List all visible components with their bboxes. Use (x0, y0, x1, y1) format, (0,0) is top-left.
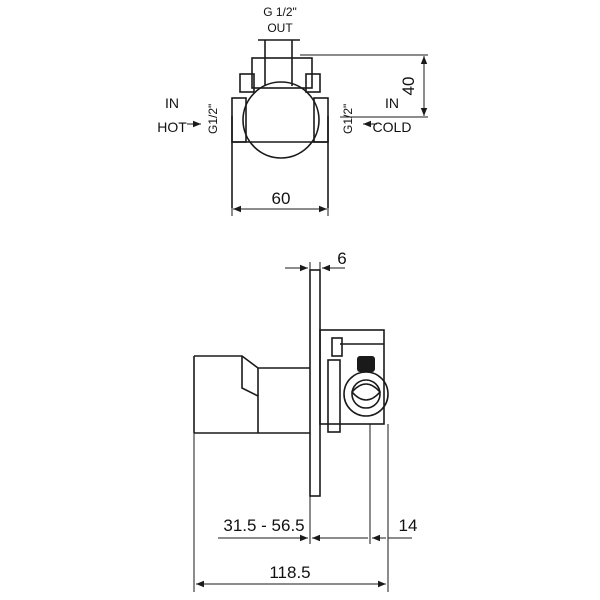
cartridge-circle (242, 81, 320, 159)
dimension-plate-value: 6 (337, 249, 346, 268)
dimension-range-value: 31.5 - 56.5 (223, 516, 304, 535)
side-inlet-fitting (343, 356, 389, 417)
hot-inlet-label: HOT (157, 119, 187, 135)
wall-plate (309, 269, 321, 497)
dimension-back-value: 14 (399, 516, 418, 535)
valve-body (231, 97, 329, 208)
dimension-height (300, 54, 428, 118)
left-lug (239, 73, 255, 93)
cold-inlet-thread: G1/2" (341, 104, 355, 134)
outlet-label: OUT (267, 21, 293, 35)
dimension-plate (285, 262, 345, 272)
dimension-total (193, 433, 389, 592)
hot-inlet-thread: G1/2" (206, 104, 220, 134)
hot-inlet-direction: IN (165, 95, 179, 111)
handle-body (193, 355, 310, 434)
mounting-bracket (251, 57, 313, 89)
cold-inlet-direction: IN (385, 95, 399, 111)
dimension-width (231, 205, 329, 216)
dimension-total-value: 118.5 (269, 563, 310, 582)
outlet-thread-label: G 1/2" (263, 5, 297, 19)
dimension-range (218, 424, 412, 544)
cold-inlet-label: COLD (373, 119, 412, 135)
dimension-height-value: 40 (399, 77, 418, 96)
outlet-pipe (258, 39, 300, 86)
top-view: G 1/2" OUT IN HOT G1/2" IN COLD G1/2" 60… (157, 5, 428, 216)
dimension-width-value: 60 (272, 189, 291, 208)
right-lug (305, 73, 321, 93)
valve-box (319, 329, 385, 433)
side-view: 6 31.5 - 56.5 14 118.5 (193, 249, 418, 592)
